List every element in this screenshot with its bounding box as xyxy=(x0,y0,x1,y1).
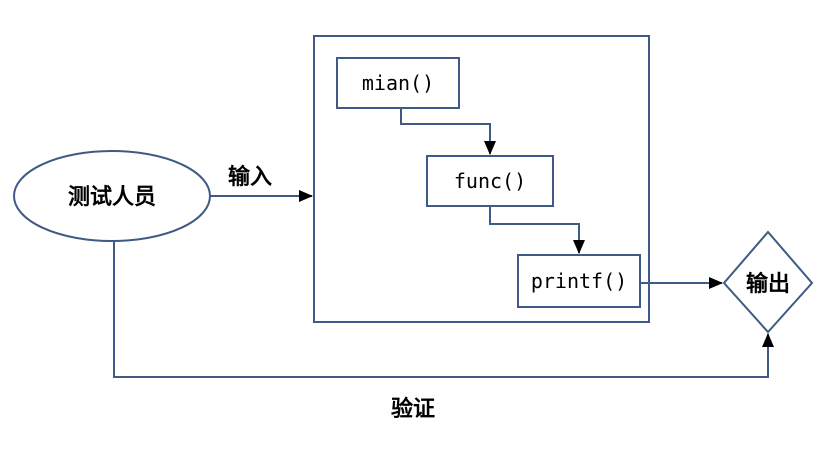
main-to-func-arrow xyxy=(400,108,496,155)
output-label: 输出 xyxy=(746,271,790,297)
verify-label: 验证 xyxy=(391,396,435,422)
printf-function-label: printf() xyxy=(531,269,627,293)
tester-label: 测试人员 xyxy=(68,185,156,210)
main-function-label: mian() xyxy=(362,71,434,95)
verify-arrow xyxy=(113,241,774,378)
func-function-node xyxy=(426,155,554,207)
printf-function-node xyxy=(517,254,641,308)
output-node xyxy=(722,230,814,334)
func-to-printf-arrow xyxy=(489,206,585,254)
func-function-label: func() xyxy=(454,169,526,193)
main-function-node xyxy=(336,57,460,109)
input-label: 输入 xyxy=(228,164,272,190)
